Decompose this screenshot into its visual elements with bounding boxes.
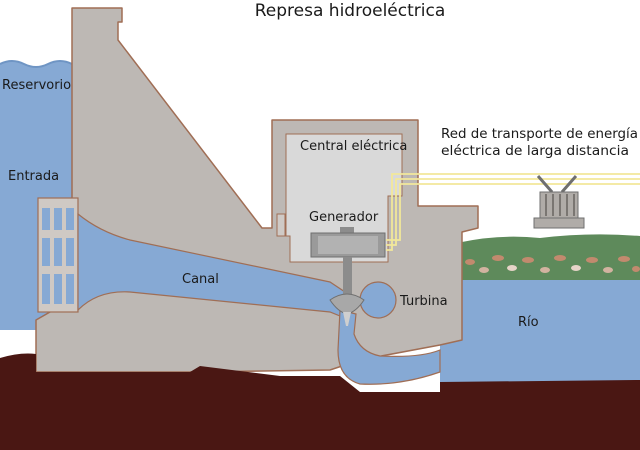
intake-grate [37, 197, 79, 313]
label-reservoir: Reservorio [2, 78, 71, 93]
label-turbine: Turbina [399, 294, 448, 309]
label-transmission-line1: Red de transporte de energía [441, 127, 638, 142]
turbine-runner [329, 293, 365, 326]
transformer [533, 175, 585, 229]
turbine-scroll [359, 281, 397, 319]
bank-stones [465, 255, 640, 273]
powerhouse-interior [285, 133, 403, 263]
label-penstock: Canal [182, 272, 219, 287]
generator [310, 227, 386, 295]
diagram-title: Represa hidroeléctrica [255, 1, 446, 21]
transmission-wires [386, 173, 640, 251]
river-water [440, 272, 640, 392]
label-generator: Generador [309, 210, 379, 225]
label-powerhouse: Central eléctrica [300, 139, 407, 154]
label-intake: Entrada [8, 169, 59, 184]
label-transmission-line2: eléctrica de larga distancia [441, 144, 629, 159]
reservoir-surface-wave [0, 60, 73, 68]
dam-concrete-body [35, 7, 479, 373]
label-river: Río [518, 315, 539, 330]
powerhouse-pillar [276, 213, 286, 237]
draft-tube [337, 309, 441, 385]
grass-bank [462, 234, 640, 280]
ground [0, 353, 640, 450]
